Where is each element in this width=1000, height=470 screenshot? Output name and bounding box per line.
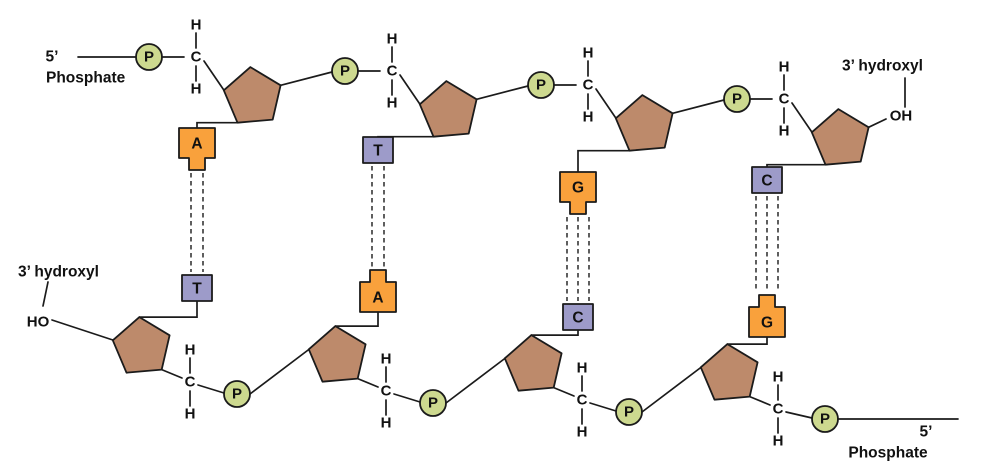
hydrogen-label: H [381,415,392,432]
backbone-line [160,368,183,379]
phosphorus-label: P [732,91,742,108]
deoxyribose-sugar [222,66,282,124]
backbone-line [785,411,813,419]
hydrogen-label: H [779,59,790,76]
hydroxyl-oh-label: OH [890,108,913,125]
deoxyribose-sugar [307,325,367,383]
sugar-base-link [196,121,239,130]
base-letter: G [572,180,584,197]
phosphate-label-top-left: Phosphate [46,70,126,87]
hydrogen-label: H [191,81,202,98]
label-pointer-line [42,281,49,307]
phosphorus-label: P [232,386,242,403]
carbon-label: C [381,383,392,400]
hydrogen-label: H [185,406,196,423]
hydrogen-label: H [185,342,196,359]
backbone-line [393,393,421,403]
base-letter: A [372,290,383,307]
five-prime-label-top-left: 5’ [46,49,59,66]
hydrogen-label: H [381,351,392,368]
sugar-base-link [766,163,827,168]
backbone-line [552,386,575,397]
backbone-line [51,319,114,341]
carbon-label: C [191,49,202,66]
sugar-base-link [138,300,198,318]
hydrogen-label: H [779,123,790,140]
hydrogen-label: H [387,95,398,112]
backbone-line [249,348,310,395]
phosphorus-label: P [624,404,634,421]
hydrogen-label: H [773,433,784,450]
phosphorus-label: P [536,77,546,94]
carbon-label: C [185,374,196,391]
base-letter: T [373,143,383,160]
hydrogen-label: H [191,17,202,34]
backbone-line [399,74,421,105]
carbon-label: C [577,392,588,409]
base-letter: G [761,315,773,332]
hydrogen-label: H [577,360,588,377]
deoxyribose-sugar [503,334,563,392]
base-letter: C [761,173,772,190]
deoxyribose-sugar [111,316,171,374]
backbone-line [589,402,617,412]
phosphorus-label: P [820,411,830,428]
backbone-line [595,88,617,119]
carbon-label: C [773,401,784,418]
top-strand: 5’ Phosphate P H C H P H C H P H C [46,17,923,173]
hydrogen-label: H [773,369,784,386]
bottom-strand: 3’ hydroxyl HO H C H P H C H P H [18,264,959,462]
backbone-line [356,377,379,388]
carbon-label: C [387,63,398,80]
carbon-label: C [583,77,594,94]
sugar-base-link [726,336,768,345]
carbon-label: C [779,91,790,108]
backbone-line [748,395,771,406]
hydroxyl-ho-label: HO [27,314,50,331]
backbone-line [867,118,887,129]
backbone-line [445,357,506,404]
base-letter: A [191,136,202,153]
backbone-line [671,99,725,115]
hydrogen-label: H [387,31,398,48]
hydrogen-label: H [577,424,588,441]
backbone-line [279,71,333,87]
base-pairs: A T T A G C C G [178,127,786,338]
hydrogen-label: H [583,109,594,126]
phosphorus-label: P [428,395,438,412]
phosphorus-label: P [340,63,350,80]
backbone-line [203,60,225,91]
deoxyribose-sugar [614,94,674,152]
backbone-line [475,85,529,101]
deoxyribose-sugar [418,80,478,138]
deoxyribose-sugar [810,108,870,166]
backbone-line [197,384,225,394]
three-prime-hydroxyl-label-bottom-left: 3’ hydroxyl [18,264,99,281]
sugar-base-link [334,311,379,327]
backbone-line [791,102,813,133]
deoxyribose-sugar [699,343,759,401]
base-letter: C [572,310,583,327]
sugar-base-link [577,149,631,173]
backbone-line [641,366,702,413]
base-letter: T [192,281,202,298]
hydrogen-label: H [583,45,594,62]
three-prime-hydroxyl-label-top-right: 3’ hydroxyl [842,58,923,75]
phosphorus-label: P [144,49,154,66]
five-prime-label-bottom-right: 5’ [920,424,933,441]
phosphate-label-bottom-right: Phosphate [848,445,928,462]
sugar-base-link [530,329,579,336]
